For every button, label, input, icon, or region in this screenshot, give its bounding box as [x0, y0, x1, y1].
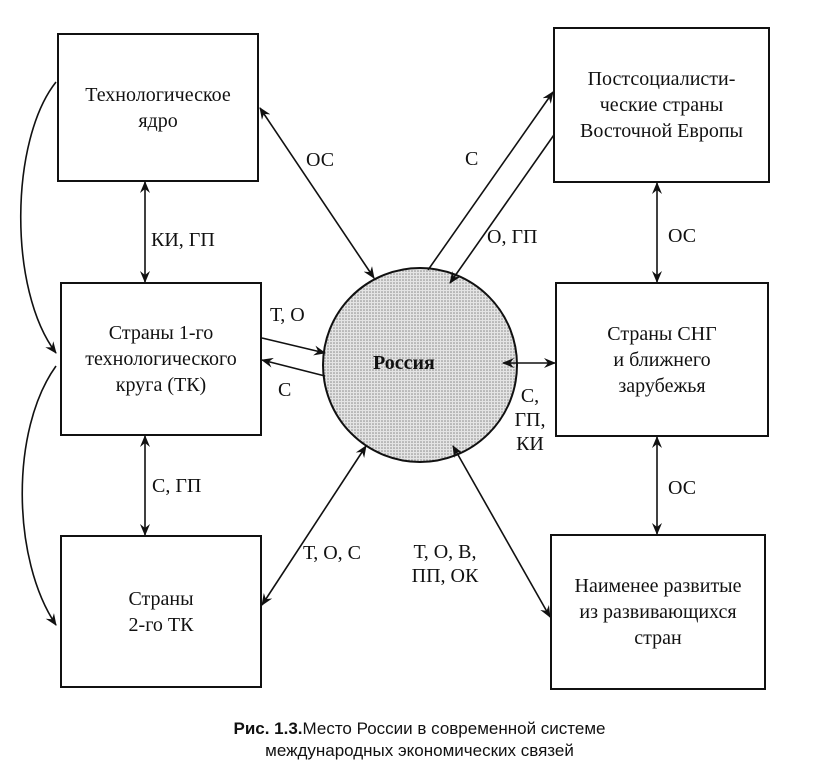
node-tk1: Страны 1-го технологического круга (ТК)	[60, 282, 262, 436]
label-tk2-russia: Т, О, С	[303, 542, 361, 564]
label-post-cis: ОС	[668, 225, 697, 247]
curve-tk1-tk2	[21, 365, 57, 626]
arrow-tech-russia	[259, 107, 375, 279]
arrow-tk2-russia	[261, 445, 367, 606]
label-post-russia-in: О, ГП	[487, 226, 538, 248]
label-post-russia-out: С	[465, 148, 479, 170]
caption-prefix: Рис. 1.3.	[233, 719, 303, 738]
label-least-russia: Т, О, В, ПП, ОК	[411, 541, 479, 587]
node-tk2: Страны 2-го ТК	[60, 535, 262, 688]
arrow-least-russia	[452, 445, 551, 618]
node-postsocialist: Постсоциалисти- ческие страны Восточной …	[553, 27, 770, 183]
arrow-post-russia	[449, 131, 557, 284]
node-cis: Страны СНГ и ближнего зарубежья	[555, 282, 769, 437]
label-tk1-tk2: С, ГП	[152, 475, 202, 497]
label-tech-russia: ОС	[306, 149, 335, 171]
node-least-developed: Наименее развитые из развивающихся стран	[550, 534, 766, 690]
figure-caption-line2: международных экономических связей	[265, 741, 574, 760]
arrow-russia-tk1	[261, 357, 326, 377]
arrow-russia-post	[427, 91, 554, 271]
arrow-tk1-russia	[261, 337, 326, 356]
figure-caption: Рис. 1.3.Место России в современной сист…	[0, 718, 839, 740]
caption-line1: Место России в современной системе	[302, 719, 606, 738]
node-tech-core: Технологическое ядро	[57, 33, 259, 182]
label-cis-least: ОС	[668, 477, 697, 499]
curve-tech-tk1	[19, 81, 57, 354]
label-tk1-russia-out: С	[278, 379, 292, 401]
label-tk1-russia-in: Т, О	[270, 304, 305, 326]
russia-label: Россия	[373, 352, 435, 374]
label-tech-tk1: КИ, ГП	[151, 229, 215, 251]
label-russia-cis: С, ГП, КИ	[514, 385, 546, 455]
